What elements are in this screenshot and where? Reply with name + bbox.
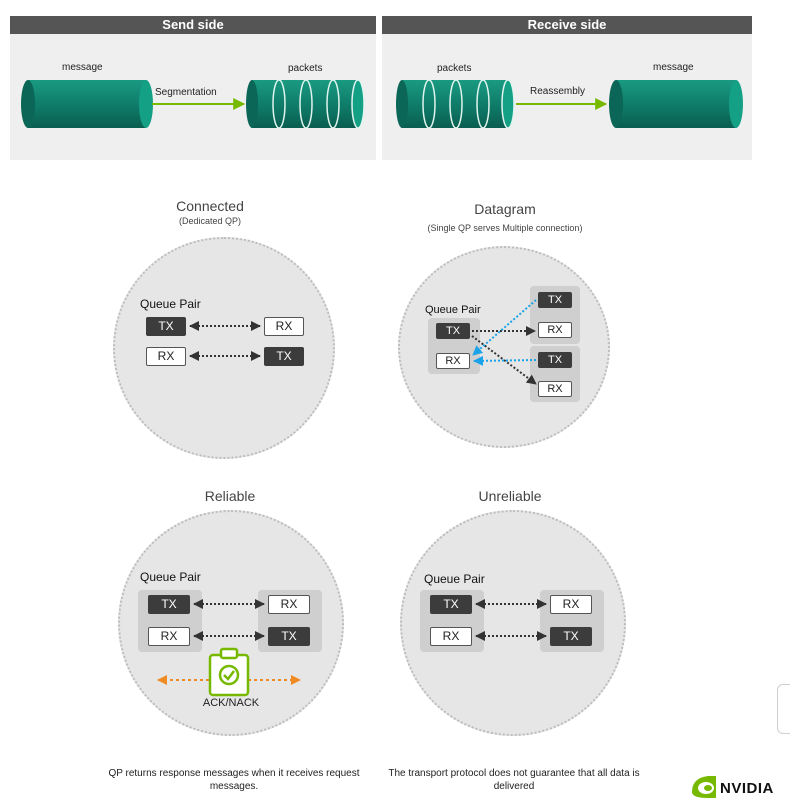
receive-message-label: message [653, 62, 694, 73]
reliable-caption: QP returns response messages when it rec… [108, 768, 360, 792]
unreliable-rx-right: RX [550, 595, 592, 614]
connected-tx-right: TX [264, 347, 304, 366]
datagram-tx-to-remote2-rx [471, 335, 537, 385]
datagram-subtitle: (Single QP serves Multiple connection) [427, 223, 583, 233]
receive-side-header: Receive side [382, 16, 752, 34]
nvidia-logo-icon [692, 776, 716, 798]
datagram-remote1-tx: TX [538, 292, 572, 308]
connected-rx-left: RX [146, 347, 186, 366]
reliable-tx-right: TX [268, 627, 310, 646]
segmentation-label: Segmentation [155, 87, 217, 98]
datagram-remote2-tx: TX [538, 352, 572, 368]
unreliable-title: Unreliable [478, 488, 542, 504]
reliable-queue-pair-label: Queue Pair [140, 570, 201, 584]
nvidia-wordmark: NVIDIA [720, 780, 774, 797]
send-message-label: message [62, 62, 103, 73]
connected-subtitle: (Dedicated QP) [178, 216, 242, 226]
datagram-remote2-rx: RX [538, 381, 572, 397]
unreliable-queue-pair-label: Queue Pair [424, 572, 485, 586]
datagram-local-rx: RX [436, 353, 470, 369]
connected-title: Connected [176, 198, 244, 214]
send-packets-label: packets [288, 63, 323, 74]
datagram-remote1-tx-to-rx [472, 299, 537, 356]
datagram-queue-pair-label: Queue Pair [425, 304, 481, 316]
ack-nack-label: ACK/NACK [202, 697, 260, 709]
side-scroll-handle[interactable] [777, 684, 790, 734]
reliable-rx-right: RX [268, 595, 310, 614]
unreliable-tx-left: TX [430, 595, 472, 614]
receive-packets-cylinder [396, 79, 515, 129]
reassembly-label: Reassembly [530, 86, 586, 97]
reliable-tx-left: TX [148, 595, 190, 614]
connected-rx-right: RX [264, 317, 304, 336]
datagram-title: Datagram [474, 201, 536, 217]
unreliable-tx-right: TX [550, 627, 592, 646]
send-message-cylinder [21, 80, 153, 128]
connected-tx-left: TX [146, 317, 186, 336]
send-packets-cylinder [246, 79, 365, 129]
datagram-remote1-rx: RX [538, 322, 572, 338]
reliable-rx-left: RX [148, 627, 190, 646]
datagram-local-tx: TX [436, 323, 470, 339]
send-side-header: Send side [10, 16, 376, 34]
receive-packets-label: packets [437, 63, 472, 74]
clipboard-check-icon [208, 647, 250, 697]
connected-queue-pair-label: Queue Pair [140, 297, 201, 311]
unreliable-rx-left: RX [430, 627, 472, 646]
reliable-title: Reliable [204, 488, 256, 504]
receive-message-cylinder [609, 80, 743, 128]
unreliable-caption: The transport protocol does not guarante… [388, 768, 640, 792]
